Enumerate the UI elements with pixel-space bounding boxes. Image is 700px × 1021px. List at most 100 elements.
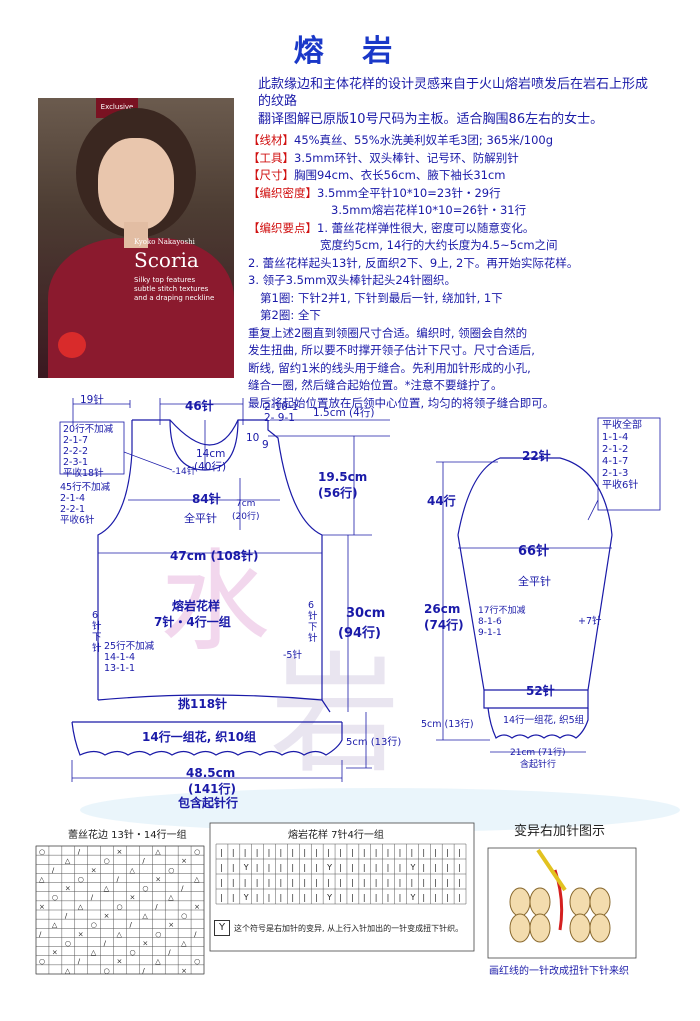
lace-chart-symbol: △: [91, 949, 97, 957]
lace-chart-symbol: ○: [142, 885, 148, 893]
lace-chart-symbol: ×: [155, 875, 161, 883]
sleeve-dimension-lines: [436, 417, 661, 753]
lava-chart-symbol: |: [422, 848, 425, 857]
face-shape: [98, 138, 174, 230]
lava-chart-symbol: |: [339, 848, 342, 857]
lava-chart-symbol: |: [399, 893, 402, 902]
lace-chart-symbol: △: [39, 875, 45, 883]
lava-chart-symbol: |: [315, 893, 318, 902]
lace-chart-symbol: /: [194, 930, 197, 938]
lava-chart-symbol: |: [351, 848, 354, 857]
lava-chart-symbol: |: [363, 878, 366, 887]
left-note-line: 2-1-4: [60, 493, 85, 504]
gauge-value: 3.5mm全平针10*10=23针・29行: [317, 185, 501, 200]
sleeve-increase-note: 17行不加减 8-1-6 9-1-1: [478, 606, 525, 639]
lace-chart-symbol: △: [52, 921, 58, 929]
watermark-glyph: 岩: [270, 639, 400, 791]
size-value: 胸围94cm、衣长56cm、腋下袖长31cm: [294, 168, 506, 182]
lace-chart-symbol: /: [65, 912, 68, 920]
point-text: 宽度约5cm, 14行的大约长度为4.5~5cm之间: [320, 238, 558, 252]
round-text: 第1圈: 下针2并1, 下针到最后一针, 绕加针, 1下: [260, 290, 503, 305]
increase-note-line: 9-1-1: [478, 628, 502, 638]
lava-chart-symbol: |: [339, 863, 342, 872]
lava-chart-symbol: Y: [326, 893, 332, 902]
intro-line: 此款缘边和主体花样的设计灵感来自于火山熔岩喷发后在岩石上形成的纹路: [258, 77, 649, 109]
hem-width-label: 48.5cm: [186, 766, 236, 780]
gauge-value: 3.5mm熔岩花样10*10=26针・31行: [331, 203, 527, 217]
left-note-line: 45行不加减: [60, 482, 111, 493]
lava-chart-symbol: |: [220, 893, 223, 902]
hem-rows-label: (141行): [188, 782, 237, 796]
lace-chart-symbol: ○: [104, 857, 110, 865]
lava-chart-symbol: |: [446, 863, 449, 872]
neck-dec-label: 10: [246, 432, 260, 444]
cuff-stitch-label: 52针: [526, 684, 555, 698]
left-note-line: 2-2-1: [60, 504, 85, 515]
decrease-note-line: 14-1-4: [104, 652, 136, 663]
sleeve-width-label: 66针: [518, 544, 550, 559]
lace-chart-symbol: △: [104, 885, 110, 893]
lava-chart-symbol: Y: [243, 863, 249, 872]
lava-chart-symbol: |: [339, 878, 342, 887]
decrease-note-line: 25行不加减: [104, 641, 155, 652]
decrease-note: 25行不加减 14-1-4 13-1-1: [104, 641, 154, 674]
legend-symbol: Y: [214, 920, 230, 936]
para-text: 断线, 留约1米的线头用于缝合。先利用加针形成的小孔,: [248, 360, 531, 375]
lace-chart-symbol: ×: [78, 930, 84, 938]
lava-chart-symbol: |: [327, 878, 330, 887]
lava-chart-symbol: |: [303, 878, 306, 887]
armhole-note-line: 平收18针: [63, 468, 104, 479]
neck-stitch-label: -14针: [172, 467, 196, 477]
point-text: 1. 蕾丝花样弹性很大, 密度可以随意变化。: [317, 220, 535, 235]
variation-title: 变异右加针图示: [514, 824, 606, 839]
lace-chart-symbol: ×: [181, 857, 187, 865]
lace-chart-symbol: △: [155, 958, 161, 966]
lace-chart-symbol: ○: [194, 848, 200, 856]
lava-chart-symbol: |: [434, 878, 437, 887]
lava-chart-symbol: |: [315, 863, 318, 872]
lace-chart-symbol: ○: [181, 912, 187, 920]
lace-chart-symbol: /: [78, 958, 81, 966]
lava-chart-symbol: |: [291, 893, 294, 902]
lace-chart-symbol: ○: [155, 930, 161, 938]
lace-chart-symbol: /: [142, 967, 145, 975]
lace-chart-symbol: △: [129, 866, 135, 874]
decrease-note-line: 13-1-1: [104, 663, 136, 674]
sleeve-top-stitch-label: 22针: [522, 449, 551, 463]
lace-chart-symbol: ○: [168, 866, 174, 874]
lace-chart-symbol: ○: [129, 949, 135, 957]
intro-line: 翻译图解已原版10号尺码为主板。适合胸围86左右的女士。: [258, 112, 604, 127]
lava-chart-symbol: |: [280, 878, 283, 887]
lace-chart-symbol: /: [117, 875, 120, 883]
lava-chart-symbol: |: [458, 878, 461, 887]
watermark-glyph: 水: [160, 538, 270, 666]
lava-chart-symbol: |: [399, 878, 402, 887]
lava-chart-symbol: |: [244, 878, 247, 887]
yoke-rows-label: (20行): [232, 512, 260, 522]
pattern-name-label: 熔岩花样: [172, 599, 221, 613]
left-note-line: 平收6针: [60, 515, 95, 526]
lace-chart-symbol: ×: [65, 885, 71, 893]
lace-chart-symbol: ×: [181, 967, 187, 975]
left-note: 45行不加减 2-1-4 2-2-1 平收6针: [60, 482, 110, 526]
lava-chart-symbol: Y: [409, 893, 415, 902]
lace-chart-symbol: ○: [104, 967, 110, 975]
lava-chart-symbol: Y: [409, 863, 415, 872]
lace-chart-symbol: ×: [91, 866, 97, 874]
lava-chart-symbol: |: [256, 893, 259, 902]
materials-label: 【线材】: [248, 133, 294, 147]
lace-chart-symbol: ○: [52, 894, 58, 902]
lace-chart-symbol: ×: [52, 949, 58, 957]
lace-chart-symbol: ○: [194, 958, 200, 966]
page-title: 熔 岩: [293, 34, 407, 69]
armhole-note: 20行不加减 2-1-7 2-2-2 2-3-1 平收18针: [63, 424, 113, 479]
cuff-note-label: 含起针行: [520, 760, 557, 770]
cover-desc: Silky top features subtle stitch texture…: [134, 276, 214, 303]
lava-chart-symbol: |: [375, 863, 378, 872]
neck-depth-rows: (40行): [194, 461, 227, 473]
cover-desc-line: Silky top features: [134, 276, 196, 284]
neck-width-label: 46针: [185, 399, 214, 413]
lace-chart-symbol: ○: [39, 958, 45, 966]
lava-chart-symbol: |: [363, 848, 366, 857]
